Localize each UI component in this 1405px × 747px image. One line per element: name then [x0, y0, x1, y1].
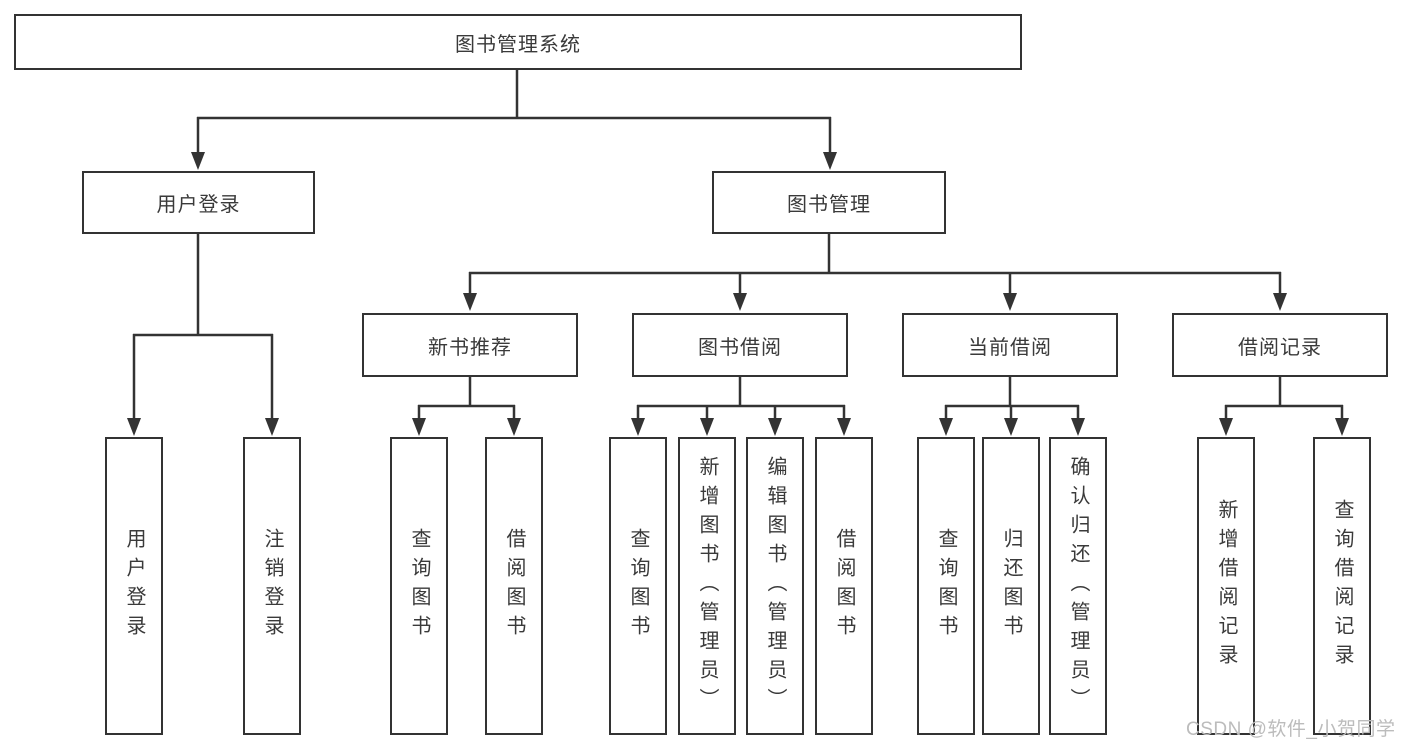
arrow-down-icon	[1273, 293, 1287, 311]
connector-book-management	[468, 233, 1282, 295]
leaf-label: 查询借阅记录	[1331, 499, 1353, 673]
leaf-label: 新增借阅记录	[1215, 499, 1237, 673]
leaf-query-books-borrow: 查询图书	[609, 437, 667, 735]
leaf-return-books: 归还图书	[982, 437, 1040, 735]
arrow-down-icon	[939, 418, 953, 436]
watermark: CSDN @软件_小贺同学	[1186, 719, 1396, 740]
leaf-label: 借阅图书	[833, 528, 855, 644]
leaf-user-login: 用户登录	[105, 437, 163, 735]
node-borrow-records: 借阅记录	[1172, 313, 1388, 377]
arrow-down-icon	[265, 418, 279, 436]
connector-root	[196, 70, 832, 154]
connector-borrow-records	[1224, 377, 1344, 420]
arrow-down-icon	[837, 418, 851, 436]
arrow-down-icon	[733, 293, 747, 311]
node-book-management: 图书管理	[712, 171, 946, 234]
node-book-borrow: 图书借阅	[632, 313, 848, 377]
leaf-confirm-return-admin: 确认归还（管理员）	[1049, 437, 1107, 735]
arrow-down-icon	[823, 152, 837, 170]
arrow-down-icon	[1004, 418, 1018, 436]
leaf-label: 查询图书	[935, 528, 957, 644]
arrow-down-icon	[191, 152, 205, 170]
leaf-add-borrow-record: 新增借阅记录	[1197, 437, 1255, 735]
arrow-down-icon	[507, 418, 521, 436]
node-current-borrow: 当前借阅	[902, 313, 1118, 377]
arrow-down-icon	[1003, 293, 1017, 311]
leaf-label: 注销登录	[261, 528, 283, 644]
arrow-down-icon	[127, 418, 141, 436]
arrow-down-icon	[1335, 418, 1349, 436]
connector-book-borrow	[636, 377, 846, 420]
leaf-label: 确认归还（管理员）	[1067, 455, 1089, 717]
leaf-label: 查询图书	[408, 528, 430, 644]
leaf-label: 编辑图书（管理员）	[764, 455, 786, 717]
leaf-label: 查询图书	[627, 528, 649, 644]
connector-current-borrow	[944, 377, 1080, 420]
leaf-add-books-admin: 新增图书（管理员）	[678, 437, 736, 735]
leaf-borrow-books: 借阅图书	[815, 437, 873, 735]
leaf-edit-books-admin: 编辑图书（管理员）	[746, 437, 804, 735]
arrow-down-icon	[631, 418, 645, 436]
arrow-down-icon	[700, 418, 714, 436]
leaf-label: 归还图书	[1000, 528, 1022, 644]
leaf-logout: 注销登录	[243, 437, 301, 735]
arrow-down-icon	[1071, 418, 1085, 436]
leaf-label: 用户登录	[123, 528, 145, 644]
connector-user-login	[132, 233, 274, 420]
node-user-login: 用户登录	[82, 171, 315, 234]
connector-new-book-recommend	[417, 377, 516, 420]
leaf-query-books-recommend: 查询图书	[390, 437, 448, 735]
leaf-query-borrow-record: 查询借阅记录	[1313, 437, 1371, 735]
arrow-down-icon	[463, 293, 477, 311]
node-library-system: 图书管理系统	[14, 14, 1022, 70]
leaf-query-books-current: 查询图书	[917, 437, 975, 735]
arrow-down-icon	[412, 418, 426, 436]
arrow-down-icon	[1219, 418, 1233, 436]
node-new-book-recommend: 新书推荐	[362, 313, 578, 377]
leaf-borrow-books-recommend: 借阅图书	[485, 437, 543, 735]
leaf-label: 借阅图书	[503, 528, 525, 644]
arrow-down-icon	[768, 418, 782, 436]
leaf-label: 新增图书（管理员）	[696, 455, 718, 717]
